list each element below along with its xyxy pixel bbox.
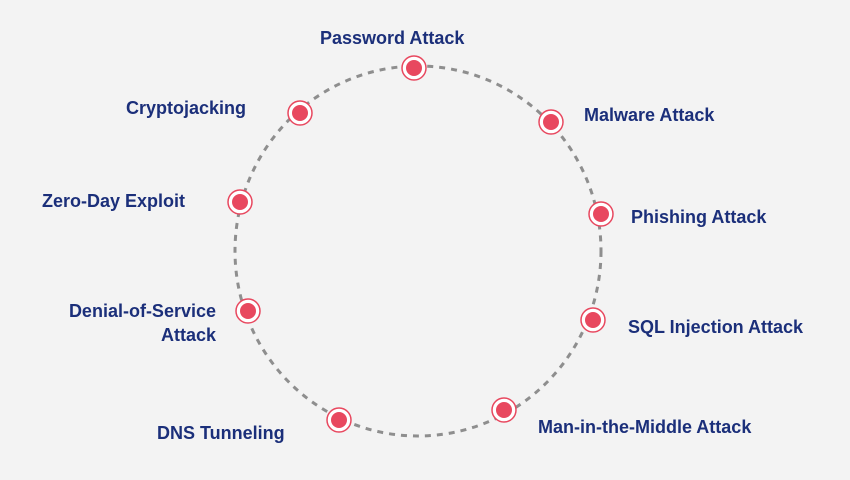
label-malware-attack: Malware Attack — [584, 105, 715, 125]
node-marker-sql-injection-attack — [580, 307, 606, 333]
node-marker-man-in-the-middle-attack — [491, 397, 517, 423]
label-sql-injection-attack: SQL Injection Attack — [628, 317, 804, 337]
node-marker-denial-of-service-attack — [235, 298, 261, 324]
node-dot — [543, 114, 559, 130]
node-marker-cryptojacking — [287, 100, 313, 126]
node-marker-password-attack — [401, 55, 427, 81]
label-man-in-the-middle-attack: Man-in-the-Middle Attack — [538, 417, 752, 437]
node-dot — [585, 312, 601, 328]
node-marker-phishing-attack — [588, 201, 614, 227]
node-dot — [331, 412, 347, 428]
node-dot — [232, 194, 248, 210]
label-denial-of-service-attack: Denial-of-Service Attack — [68, 301, 216, 345]
node-marker-malware-attack — [538, 109, 564, 135]
node-marker-dns-tunneling — [326, 407, 352, 433]
label-phishing-attack: Phishing Attack — [631, 207, 767, 227]
node-dot — [406, 60, 422, 76]
node-dot — [593, 206, 609, 222]
node-dot — [496, 402, 512, 418]
label-zero-day-exploit: Zero-Day Exploit — [42, 191, 186, 211]
node-dot — [240, 303, 256, 319]
label-cryptojacking: Cryptojacking — [126, 98, 247, 118]
node-marker-zero-day-exploit — [227, 189, 253, 215]
node-dot — [292, 105, 308, 121]
label-password-attack: Password Attack — [320, 28, 465, 48]
label-dns-tunneling: DNS Tunneling — [157, 423, 285, 443]
